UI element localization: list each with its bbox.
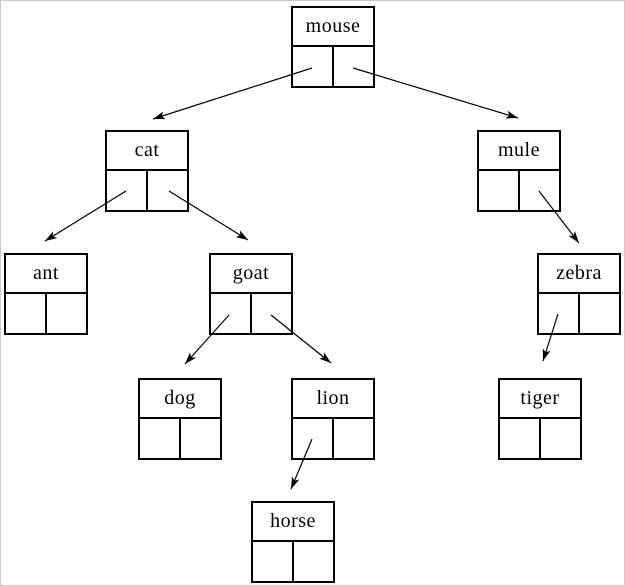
edge-mouse-left-to-cat <box>152 67 313 120</box>
right-pointer-cell <box>146 171 187 210</box>
node-label: mouse <box>293 8 373 47</box>
right-pointer-cell <box>179 419 220 458</box>
right-pointer-cell <box>332 419 373 458</box>
left-pointer-cell <box>539 294 578 333</box>
left-pointer-cell <box>253 542 292 581</box>
left-pointer-cell <box>500 419 539 458</box>
right-pointer-cell <box>539 419 580 458</box>
tree-node-tiger: tiger <box>498 378 582 460</box>
node-label: goat <box>211 255 291 294</box>
pointer-cells <box>539 294 619 333</box>
pointer-cells <box>479 171 559 210</box>
left-pointer-cell <box>140 419 179 458</box>
pointer-cells <box>500 419 580 458</box>
tree-node-lion: lion <box>291 378 375 460</box>
pointer-cells <box>107 171 187 210</box>
node-label: zebra <box>539 255 619 294</box>
node-label: dog <box>140 380 220 419</box>
pointer-cells <box>6 294 86 333</box>
left-pointer-cell <box>107 171 146 210</box>
tree-node-cat: cat <box>105 130 189 212</box>
tree-node-goat: goat <box>209 253 293 335</box>
tree-node-zebra: zebra <box>537 253 621 335</box>
right-pointer-cell <box>332 47 373 86</box>
tree-node-ant: ant <box>4 253 88 335</box>
pointer-cells <box>253 542 333 581</box>
node-label: ant <box>6 255 86 294</box>
node-label: lion <box>293 380 373 419</box>
right-pointer-cell <box>578 294 619 333</box>
node-label: mule <box>479 132 559 171</box>
left-pointer-cell <box>211 294 250 333</box>
pointer-cells <box>211 294 291 333</box>
left-pointer-cell <box>293 419 332 458</box>
pointer-cells <box>293 419 373 458</box>
right-pointer-cell <box>250 294 291 333</box>
node-label: horse <box>253 503 333 542</box>
edge-mouse-right-to-mule <box>352 67 519 119</box>
tree-node-mouse: mouse <box>291 6 375 88</box>
left-pointer-cell <box>293 47 332 86</box>
tree-node-dog: dog <box>138 378 222 460</box>
tree-node-horse: horse <box>251 501 335 583</box>
node-label: cat <box>107 132 187 171</box>
pointer-cells <box>140 419 220 458</box>
left-pointer-cell <box>6 294 45 333</box>
tree-node-mule: mule <box>477 130 561 212</box>
left-pointer-cell <box>479 171 518 210</box>
pointer-cells <box>293 47 373 86</box>
right-pointer-cell <box>518 171 559 210</box>
node-label: tiger <box>500 380 580 419</box>
right-pointer-cell <box>292 542 333 581</box>
right-pointer-cell <box>45 294 86 333</box>
